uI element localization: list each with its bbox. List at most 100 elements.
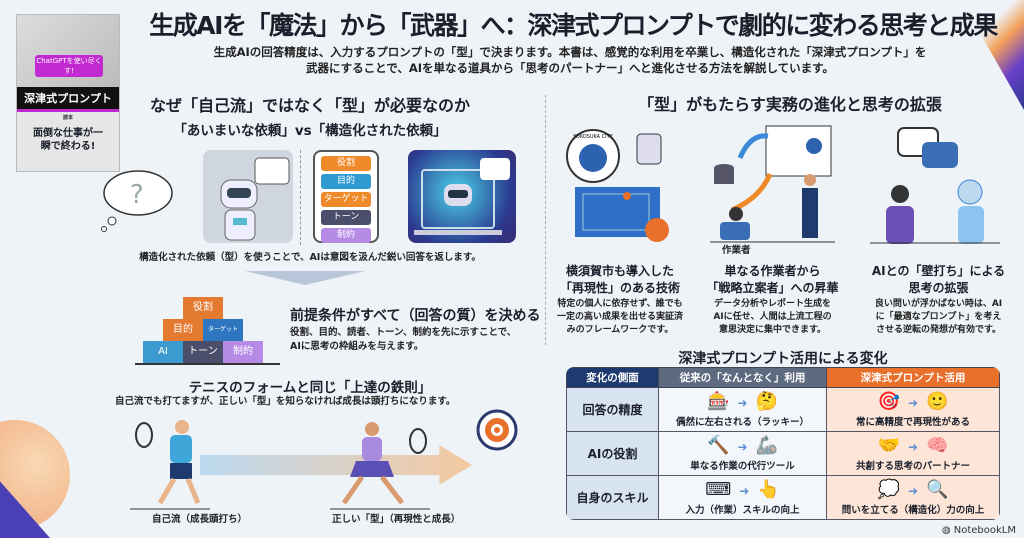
robot-arm-icon: 🦾: [755, 435, 778, 456]
column-strategist: 単なる作業者から 「戦略立案者」への昇華 データ分析やレポート生成を AIに任せ…: [705, 262, 840, 337]
book-subtitle: 読本: [62, 115, 73, 121]
row-aspect: 回答の精度: [566, 387, 659, 432]
column-desc: 意思決定に集中できます。: [718, 325, 827, 335]
column-title: 「再現性」のある技術: [559, 281, 680, 295]
premise-desc-2: AIに思考の枠組みを与えます。: [290, 341, 424, 352]
yokosuka-blueprint-icon: YOKOSUKA CITY: [566, 129, 669, 242]
tennis-player-proper-form-icon: [330, 422, 430, 510]
thinking-face-icon: 🤔: [755, 391, 778, 412]
header-aspect: 変化の側面: [566, 367, 659, 388]
page-title: 生成AIを「魔法」から「武器」へ：深津式プロンプトで劇的に変わる思考と成果: [149, 11, 998, 40]
column-title: AIとの「壁打ち」による: [871, 264, 1006, 278]
pyramid-diagram: 役割 目的 ターゲット AI トーン 制約: [135, 297, 280, 365]
book-badge: ChatGPTを使い尽くす!: [35, 55, 103, 77]
thought-bubble-icon: 💭: [877, 479, 900, 500]
book-cover: ChatGPTを使い尽くす! 深津式プロンプト 読本 面倒な仕事が一瞬で終わる!: [16, 14, 120, 172]
row-after: 問いを立てる（構造化）力の向上: [841, 505, 985, 516]
arrow-icon: ➜: [737, 396, 748, 410]
pyramid-tone: トーン: [183, 341, 223, 363]
tennis-left-caption: 自己流（成長頭打ち）: [152, 514, 248, 525]
prompt-item-role: 役割: [321, 156, 371, 171]
column-desc: データ分析やレポート生成を: [713, 299, 831, 309]
book-title: 深津式プロンプト: [17, 87, 119, 112]
arrow-icon: ➜: [907, 484, 919, 498]
structured-prompt-card: 役割 目的 ターゲット トーン 制約: [313, 150, 379, 243]
column-desc: 一定の高い成果を出せる実証済: [556, 312, 683, 322]
worker-label: 作業者: [722, 245, 751, 256]
pyramid-constraint: 制約: [223, 341, 263, 363]
tennis-player-self-taught-icon: [130, 420, 210, 510]
table-row: 回答の精度 🎰 ➜ 🤔 偶然に左右される（ラッキー） 🎯 ➜ 🙂 常に高精度で再現性がある: [566, 387, 1000, 432]
pyramid-target: ターゲット: [203, 319, 243, 341]
premise-desc-1: 役割、目的、読者、トーン、制約を先に示すことで、: [290, 327, 517, 338]
column-title: 横須賀市も導入した: [565, 264, 674, 278]
column-desc: させる逆転の発想が有効です。: [875, 325, 1002, 335]
column-ai-sparring: AIとの「壁打ち」による 思考の拡張 良い問いが浮かばない時は、AI に「最適な…: [866, 262, 1011, 337]
prompt-item-tone: トーン: [321, 210, 371, 225]
strategy-presenter-icon: [710, 125, 835, 243]
left-subheading: 「あいまいな依頼」vs「構造化された依頼」: [173, 123, 447, 139]
table-title: 深津式プロンプト活用による変化: [678, 351, 888, 367]
row-aspect: AIの役割: [566, 431, 659, 476]
structured-caption: 構造化された依頼（型）を使うことで、AIは意図を汲んだ鋭い回答を返します。: [139, 252, 481, 263]
robot-icon: [220, 157, 290, 241]
header-after: 深津式プロンプト活用: [826, 367, 1000, 388]
vague-robot-card: [203, 150, 293, 243]
hammer-icon: 🔨: [707, 435, 730, 456]
column-title: 単なる作業者から: [724, 264, 821, 278]
notebooklm-icon: ◍: [941, 525, 954, 536]
column-title: 「戦略立案者」への昇華: [706, 281, 839, 295]
target-icon: 🎯: [877, 391, 900, 412]
row-before: 入力（作業）スキルの向上: [685, 505, 800, 516]
arrow-icon: ➜: [907, 440, 919, 454]
handshake-icon: 🤝: [877, 435, 900, 456]
city-logo-text: YOKOSUKA CITY: [572, 134, 614, 140]
table-header-row: 変化の側面 従来の「なんとなく」利用 深津式プロンプト活用: [566, 367, 1000, 388]
question-cloud-icon: ?: [101, 170, 173, 232]
pyramid-ai: AI: [143, 341, 183, 363]
notebooklm-watermark: ◍ NotebookLM: [942, 525, 1016, 536]
ai-laptop-icon: [414, 158, 510, 235]
magnifier-icon: 🔍: [926, 479, 949, 500]
arrow-icon: ➜: [737, 440, 748, 454]
pyramid-goal: 目的: [163, 319, 203, 341]
column-desc: みのフレームワークです。: [566, 325, 674, 335]
target-icon: [476, 409, 518, 451]
row-before: 単なる作業の代行ツール: [690, 461, 795, 472]
table-row: 自身のスキル ⌨ ➜ 👆 入力（作業）スキルの向上 💭 ➜ 🔍 問いを立てる（構造化）力の向…: [566, 475, 1000, 520]
left-heading: なぜ「自己流」ではなく「型」が必要なのか: [149, 96, 470, 115]
column-title: 思考の拡張: [908, 281, 969, 295]
arrow-icon: ➜: [739, 484, 750, 498]
subtitle-line-1: 生成AIの回答精度は、入力するプロンプトの「型」で決まります。本書は、感覚的な利…: [213, 45, 927, 59]
roulette-icon: 🎰: [707, 391, 730, 412]
column-desc: AIに任せ、人間は上流工程の: [713, 312, 832, 322]
column-yokosuka: 横須賀市も導入した 「再現性」のある技術 特定の個人に依存せず、誰でも 一定の高…: [550, 262, 690, 337]
smile-face-icon: 🙂: [926, 391, 949, 412]
keyboard-icon: ⌨: [705, 479, 732, 500]
tennis-title: テニスのフォームと同じ「上達の鉄則」: [188, 380, 432, 396]
tennis-right-caption: 正しい「型」（再現性と成長）: [332, 514, 461, 525]
svg-text:?: ?: [130, 180, 144, 210]
column-desc: 良い問いが浮かばない時は、AI: [874, 299, 1003, 309]
prompt-item-target: ターゲット: [321, 192, 371, 207]
down-arrow-icon: [245, 271, 365, 285]
header-before: 従来の「なんとなく」利用: [658, 367, 827, 388]
right-heading: 「型」がもたらす実務の進化と思考の拡張: [638, 95, 942, 114]
section-divider: [545, 95, 546, 345]
row-after: 常に高精度で再現性がある: [855, 417, 970, 428]
row-before: 偶然に左右される（ラッキー）: [675, 417, 809, 428]
subtitle-line-2: 武器にすることで、AIを単なる道具から「思考のパートナー」へと進化させる方法を解…: [306, 61, 834, 75]
smart-ai-laptop-card: [408, 150, 516, 243]
column-desc: に「最適なプロンプト」を考え: [875, 312, 1002, 322]
finger-tap-icon: 👆: [757, 479, 780, 500]
prompt-item-constraint: 制約: [321, 228, 371, 243]
arrow-icon: ➜: [907, 396, 919, 410]
premise-title: 前提条件がすべて（回答の質）を決める: [290, 308, 541, 324]
ai-conversation-icon: [870, 127, 1000, 244]
prompt-item-goal: 目的: [321, 174, 371, 189]
row-aspect: 自身のスキル: [566, 475, 659, 520]
row-after: 共創する思考のパートナー: [855, 461, 970, 472]
book-tagline: 面倒な仕事が一瞬で終わる!: [33, 128, 103, 152]
table-row: AIの役割 🔨➜🦾単なる作業の代行ツール 🤝➜🧠共創する思考のパートナー: [566, 431, 1000, 476]
column-desc: 特定の個人に依存せず、誰でも: [557, 299, 683, 309]
